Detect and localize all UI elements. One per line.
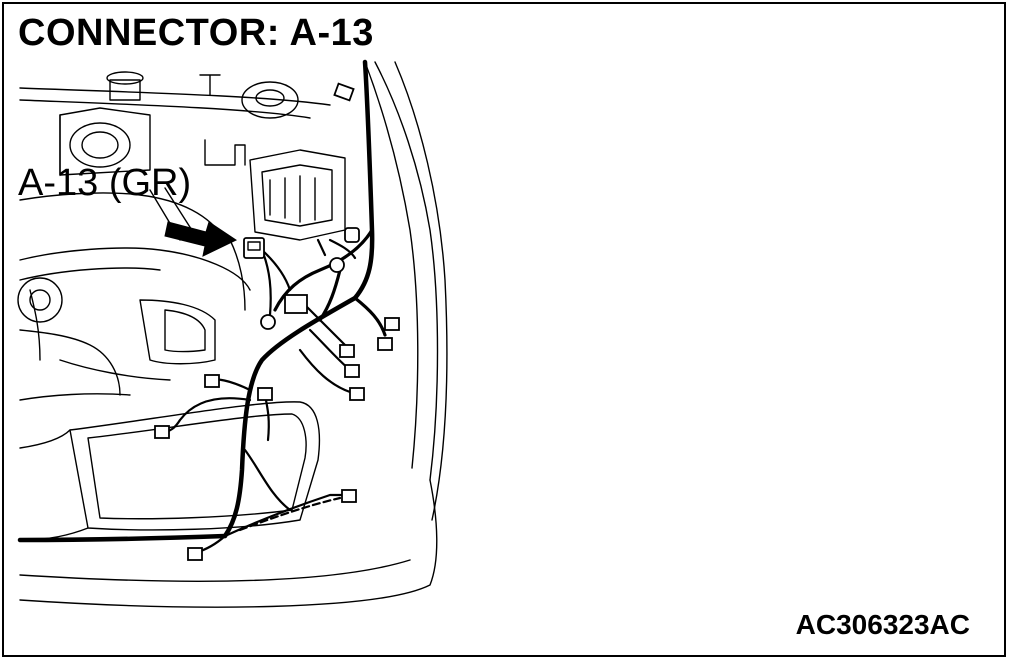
connector-a13 xyxy=(243,237,265,259)
connector-title: CONNECTOR: A-13 xyxy=(18,12,374,54)
figure-id: AC306323AC xyxy=(795,609,970,640)
wiring-harness xyxy=(17,59,387,555)
connector-callout-label: A-13 (GR) xyxy=(18,162,192,204)
harness-connectors xyxy=(154,82,400,561)
headlamp xyxy=(19,401,321,541)
vehicle-body-outline xyxy=(19,61,448,608)
pointer-arrow xyxy=(164,221,238,257)
